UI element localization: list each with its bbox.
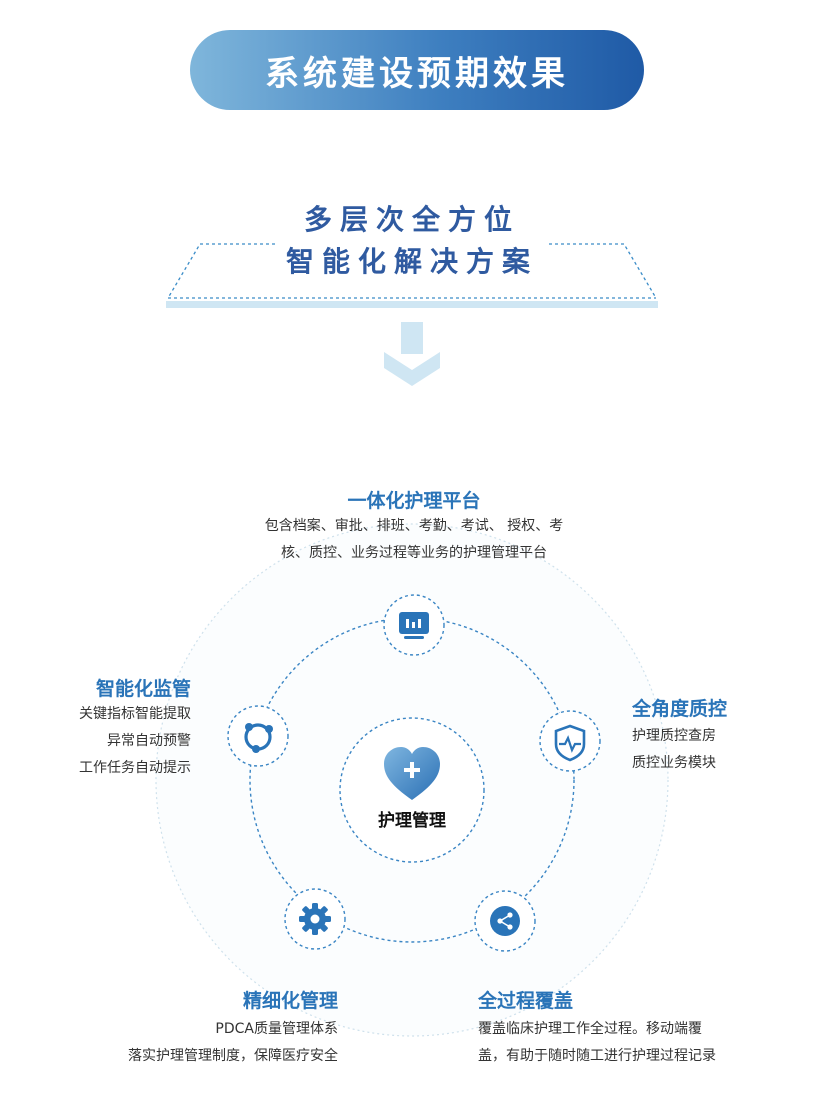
share-icon xyxy=(490,906,520,936)
node-title-quality: 全角度质控 xyxy=(632,698,728,720)
node-desc-quality: 护理质控查房 质控业务模块 xyxy=(632,728,716,771)
node-platform xyxy=(383,594,445,656)
node-desc-platform: 包含档案、审批、排班、考勤、考试、 授权、考 核、质控、业务过程等业务的护理管理… xyxy=(264,518,564,561)
banner-frame xyxy=(166,243,658,308)
node-desc-coverage: 覆盖临床护理工作全过程。移动端覆 盖，有助于随时随工进行护理过程记录 xyxy=(478,1021,716,1064)
gear-icon xyxy=(299,903,331,935)
node-quality xyxy=(539,710,601,772)
node-desc-refined: PDCA质量管理体系 落实护理管理制度，保障医疗安全 xyxy=(128,1021,338,1064)
node-title-refined: 精细化管理 xyxy=(242,990,338,1012)
cycle-icon xyxy=(244,723,273,753)
node-title-smart: 智能化监管 xyxy=(95,678,191,700)
shield-pulse-icon xyxy=(554,724,586,762)
monitor-icon xyxy=(399,612,429,639)
node-coverage xyxy=(474,890,536,952)
title-banner: 系统建设预期效果 xyxy=(190,30,644,110)
node-smart xyxy=(227,705,289,767)
banner-line-1: 多层次全方位 xyxy=(303,203,520,236)
node-refined xyxy=(284,888,346,950)
heart-plus-icon xyxy=(384,747,440,800)
banner-line-2: 智能化解决方案 xyxy=(285,245,538,278)
page-title: 系统建设预期效果 xyxy=(265,53,569,94)
node-title-coverage: 全过程覆盖 xyxy=(478,990,574,1012)
node-title-platform: 一体化护理平台 xyxy=(347,490,481,512)
down-arrow-icon xyxy=(384,322,440,386)
node-desc-smart: 关键指标智能提取 异常自动预警 工作任务自动提示 xyxy=(79,706,191,776)
center-label: 护理管理 xyxy=(378,811,446,831)
